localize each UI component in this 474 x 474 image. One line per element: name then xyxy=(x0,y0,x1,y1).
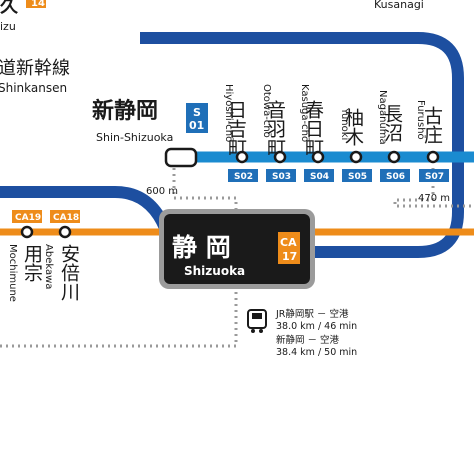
station-code-box xyxy=(50,210,80,223)
shin-shizuoka-name-en: Shin-Shizuoka xyxy=(96,131,173,144)
station-marker[interactable] xyxy=(387,150,401,164)
station-CA18[interactable]: CA18 Abekawa 安倍川 xyxy=(43,210,80,301)
station-code-box xyxy=(228,169,258,182)
tokaido-line-track xyxy=(140,32,464,258)
station-S06[interactable]: Naganuma 長沼 S06 xyxy=(377,90,410,182)
top-left-code-box xyxy=(26,0,46,8)
bus-icon-wheel xyxy=(259,329,263,333)
top-right-romaji-fragment: Kusanagi xyxy=(374,0,424,11)
station-name-jp: 日吉町 xyxy=(225,100,247,157)
top-left-romaji-fragment: izu xyxy=(0,20,16,33)
shizuoka-code-box xyxy=(278,232,300,264)
station-S04[interactable]: Kasuga-chō 春日町 S04 xyxy=(299,84,334,182)
station-name-jp: 安倍川 xyxy=(58,244,80,301)
station-marker[interactable] xyxy=(20,225,34,239)
station-CA19[interactable]: CA19 Mochimune 用宗 xyxy=(7,210,43,302)
station-code-box xyxy=(304,169,334,182)
shin-shizuoka-code-num: 01 xyxy=(189,119,204,132)
shizuoka-name-jp: 静 岡 xyxy=(172,233,231,262)
bus-route-2: 新静岡 － 空港 xyxy=(276,334,340,346)
station-name-jp: 音羽町 xyxy=(264,100,286,157)
station-S05[interactable]: Yunoki 柚木 S05 xyxy=(339,107,372,182)
station-name-jp: 古庄 xyxy=(421,106,443,144)
shinkansen-label-jp: 道新幹線 xyxy=(0,58,70,79)
station-romaji: Otowa-chō xyxy=(261,84,272,138)
station-name-jp: 長沼 xyxy=(381,104,403,142)
station-marker[interactable] xyxy=(311,150,325,164)
shin-shizuoka-station-marker[interactable] xyxy=(164,147,198,168)
station-name-jp: 柚木 xyxy=(342,108,364,146)
station-code-box xyxy=(342,169,372,182)
shizuoka-station-box[interactable] xyxy=(164,214,310,284)
station-code: S02 xyxy=(234,172,253,182)
station-S07[interactable]: Furushō 古庄 S07 xyxy=(415,100,449,182)
station-romaji: Furushō xyxy=(415,100,426,140)
station-code-box xyxy=(419,169,449,182)
walk-path-furusho xyxy=(393,168,474,208)
bus-icon-window xyxy=(252,313,262,319)
bus-route-2-distance: 38.4 km / 50 min xyxy=(276,347,357,358)
station-marker[interactable] xyxy=(426,150,440,164)
bus-route-1-distance: 38.0 km / 46 min xyxy=(276,321,357,332)
shin-shizuoka-code-line: S xyxy=(193,106,201,119)
station-marker[interactable] xyxy=(58,225,72,239)
bus-route-1: JR静岡駅 － 空港 xyxy=(275,308,349,320)
station-marker[interactable] xyxy=(349,150,363,164)
top-left-station-fragment: 久 xyxy=(0,0,19,17)
station-romaji: Hiyoshi-chō xyxy=(223,84,234,142)
station-code: S05 xyxy=(348,172,367,182)
station-romaji: Kasuga-chō xyxy=(299,84,310,142)
station-code: S04 xyxy=(310,172,329,182)
walk-path-shizuoka-bottom xyxy=(0,290,238,348)
station-romaji: Abekawa xyxy=(43,244,54,289)
station-shizuoka[interactable]: 静 岡 Shizuoka CA 17 xyxy=(159,209,315,289)
shizuoka-code-line: CA xyxy=(280,236,297,249)
station-romaji: Naganuma xyxy=(377,90,388,145)
station-code: S06 xyxy=(386,172,405,182)
station-marker[interactable] xyxy=(235,150,249,164)
station-code: CA19 xyxy=(15,213,41,223)
station-code: S07 xyxy=(425,172,444,182)
station-code: CA18 xyxy=(53,213,79,223)
shinkansen-label-en: Shinkansen xyxy=(0,81,67,95)
station-S03[interactable]: Otowa-chō 音羽町 S03 xyxy=(261,84,296,182)
shin-shizuoka-walk-distance: 600 m xyxy=(146,186,178,197)
station-marker[interactable] xyxy=(273,150,287,164)
furusho-walk-distance: 470 m xyxy=(418,193,450,204)
station-romaji: Mochimune xyxy=(7,244,18,302)
station-code-box xyxy=(12,210,42,223)
shizuoka-name-en: Shizuoka xyxy=(184,264,245,278)
station-name-jp: 春日町 xyxy=(302,100,324,157)
station-code-box xyxy=(380,169,410,182)
top-left-code: 14 xyxy=(31,0,45,9)
shizuoka-code-num: 17 xyxy=(282,250,297,263)
bus-info: JR静岡駅 － 空港 38.0 km / 46 min 新静岡 － 空港 38.… xyxy=(247,308,357,358)
bus-icon-wheel xyxy=(251,329,255,333)
station-S02[interactable]: Hiyoshi-chō 日吉町 S02 xyxy=(223,84,258,182)
walk-path-shin-shizuoka xyxy=(172,168,238,210)
station-code-box xyxy=(266,169,296,182)
station-code: S03 xyxy=(272,172,291,182)
station-name-jp: 用宗 xyxy=(21,244,43,282)
station-romaji: Yunoki xyxy=(339,107,350,140)
shin-shizuoka-name-jp: 新静岡 xyxy=(92,98,158,124)
shin-shizuoka-code-box xyxy=(186,103,208,133)
